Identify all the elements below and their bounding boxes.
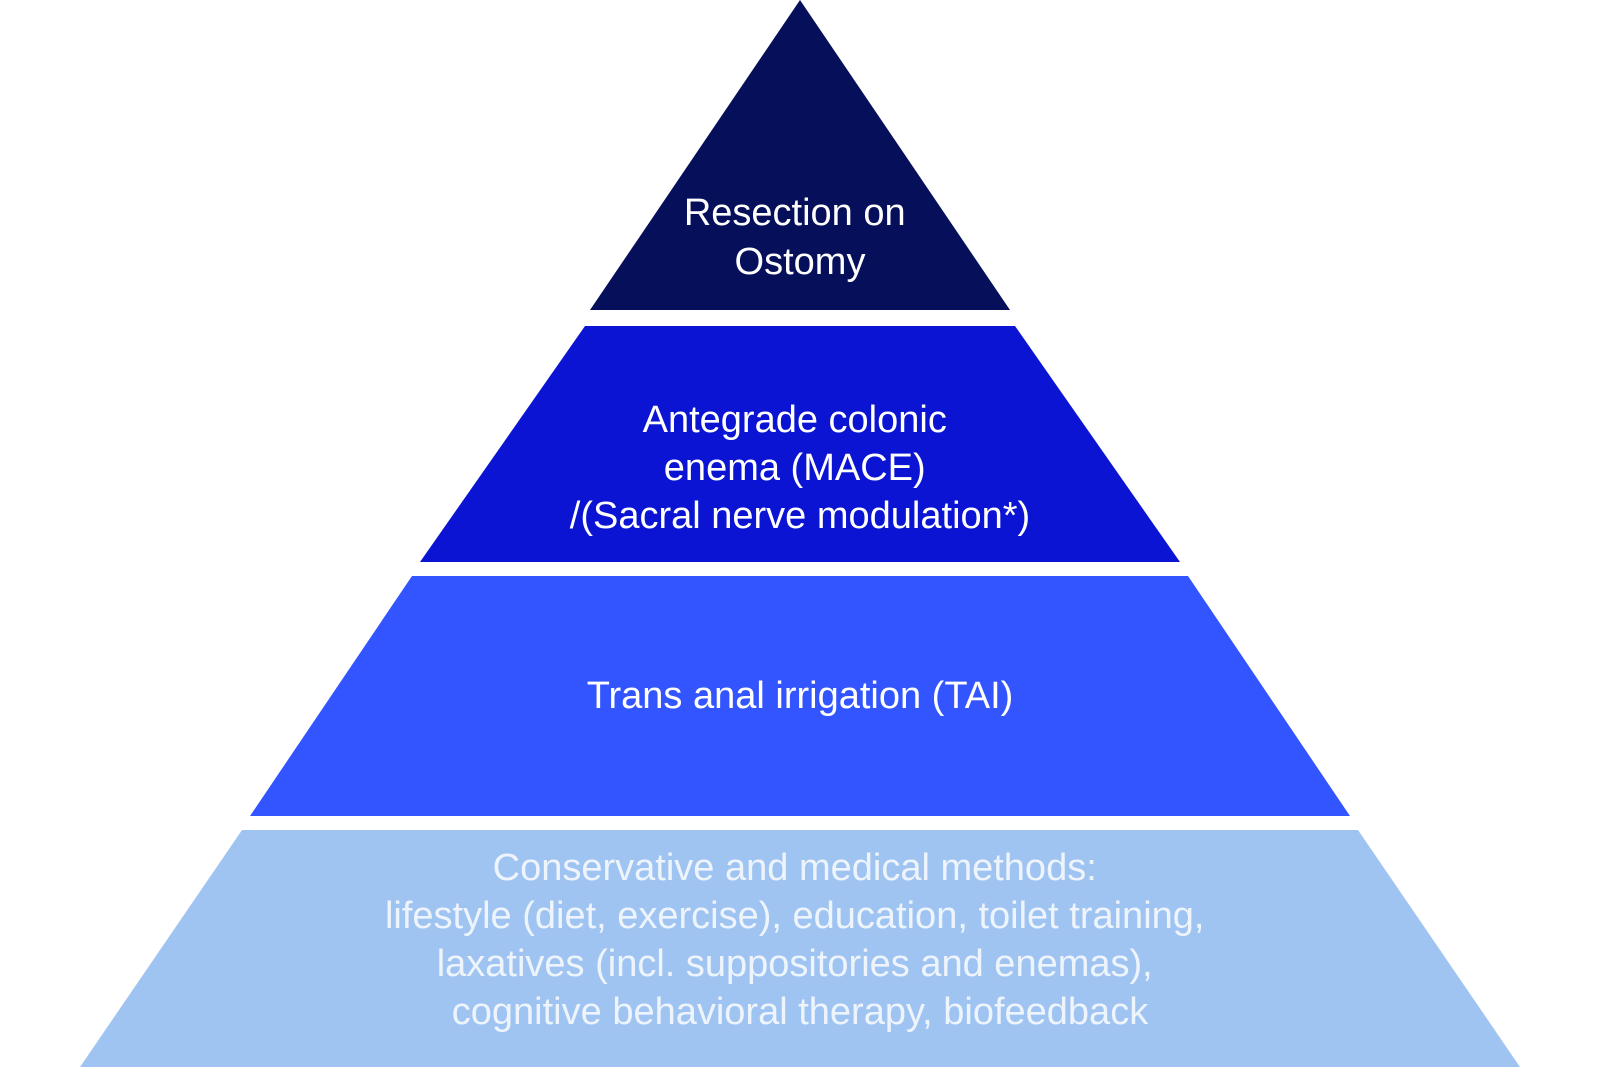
tier-conservative-line: cognitive behavioral therapy, biofeedbac… (452, 991, 1149, 1033)
tier-conservative-shape (80, 830, 1520, 1067)
tier-conservative-line: lifestyle (diet, exercise), education, t… (385, 895, 1205, 937)
tier-resection-label: Resection on Ostomy (684, 192, 916, 283)
tier-conservative-line: Conservative and medical methods: (493, 847, 1097, 889)
tier-mace-line: /(Sacral nerve modulation*) (570, 495, 1030, 537)
tier-tai-line: Trans anal irrigation (TAI) (587, 675, 1014, 717)
tier-tai-shape (250, 576, 1350, 816)
tier-conservative-line: laxatives (incl. suppositories and enema… (437, 943, 1153, 985)
tier-mace-label: Antegrade colonic enema (MACE) /(Sacral … (570, 399, 1030, 537)
tier-conservative-label: Conservative and medical methods: lifest… (385, 847, 1215, 1033)
tier-mace-line: enema (MACE) (664, 447, 926, 489)
tier-mace-line: Antegrade colonic (643, 399, 947, 441)
tier-resection-line: Resection on (684, 192, 906, 234)
tier-mace-shape (420, 326, 1180, 562)
tier-resection-line: Ostomy (735, 241, 866, 283)
tier-resection-shape (590, 0, 1010, 310)
tier-tai-label: Trans anal irrigation (TAI) (587, 675, 1014, 717)
